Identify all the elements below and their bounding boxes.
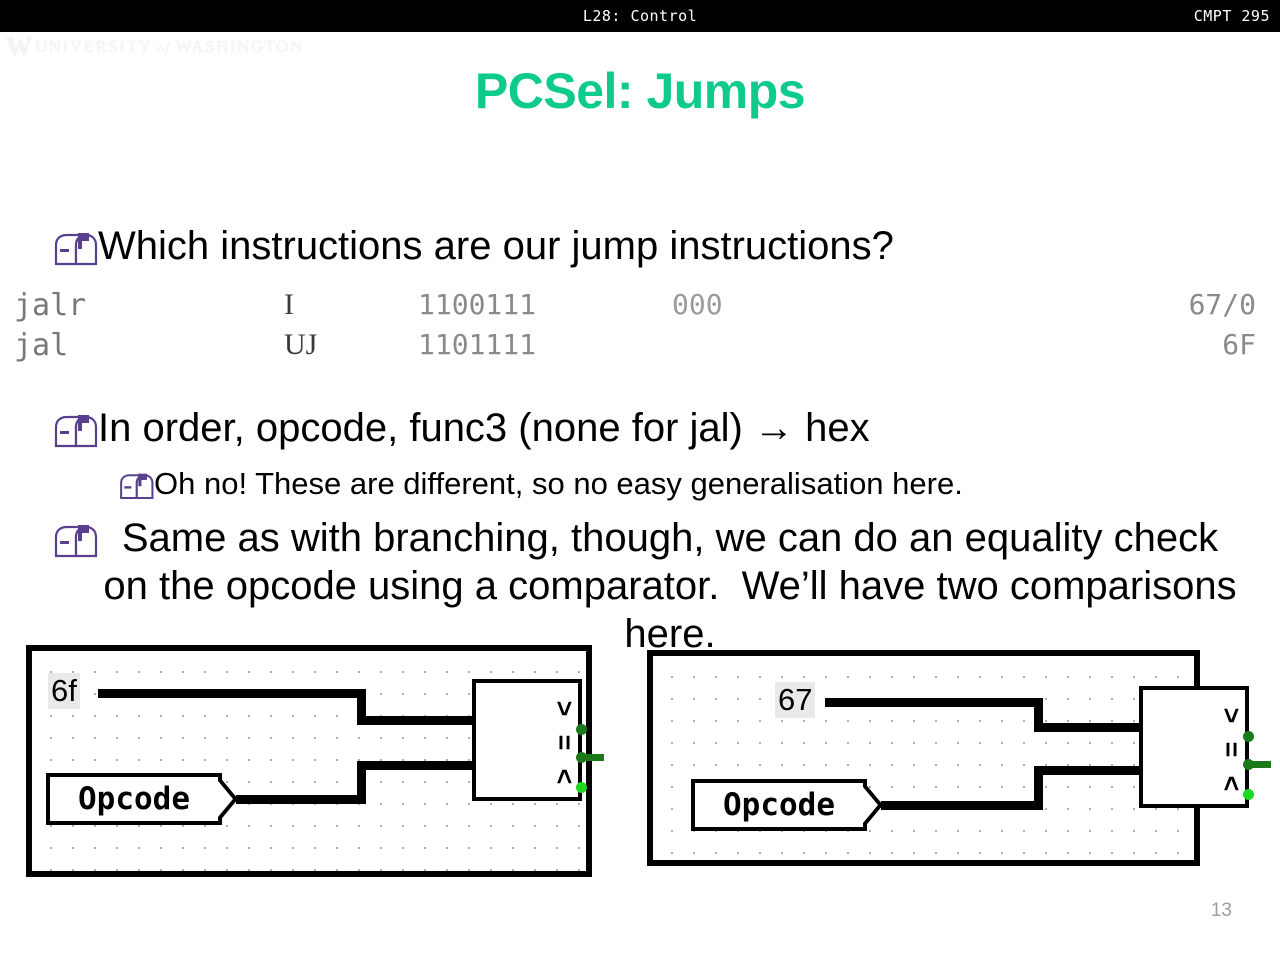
- comparator-lt-symbol: <: [1216, 775, 1247, 792]
- diagram-jal-comparator: 6f Opcode > = <: [26, 645, 604, 877]
- instruction-table: jalr I 1100111 000 67/0 jal UJ 1101111 6…: [0, 288, 1280, 368]
- cell-hex: 6F: [1222, 328, 1256, 361]
- wire-opcode-v: [357, 761, 366, 804]
- bullet-oh-no: Oh no! These are different, so no easy g…: [118, 464, 963, 504]
- uw-wordmark: UNIVERSITY of WASHINGTON: [35, 37, 304, 57]
- bullet-4-text: Same as with branching, though, we can d…: [103, 516, 1248, 656]
- comparator-eq-port[interactable]: [576, 752, 587, 763]
- constant-label-67: 67: [775, 682, 816, 718]
- mailbox-icon: [118, 472, 154, 502]
- opcode-pin-label: Opcode: [723, 787, 835, 823]
- cell-opcode: 1100111: [418, 288, 537, 321]
- uw-logo-watermark: W UNIVERSITY of WASHINGTON: [6, 32, 326, 62]
- uw-of-text: of: [157, 40, 171, 55]
- wire-const-v: [1034, 698, 1043, 732]
- comparator-lt-port[interactable]: [576, 782, 587, 793]
- comparator-gt-port[interactable]: [1243, 731, 1254, 742]
- opcode-pin-notch-inner: [863, 787, 878, 823]
- comparator-eq-symbol: =: [549, 734, 580, 751]
- wire-const-v: [357, 689, 366, 725]
- comparator-gt-symbol: >: [1216, 707, 1247, 724]
- slide-title: PCSel: Jumps: [474, 63, 806, 119]
- diagram-jalr-comparator: 67 Opcode > = <: [647, 650, 1271, 866]
- wire-const-h2: [1034, 723, 1144, 732]
- table-row: jalr I 1100111 000 67/0: [0, 288, 1280, 328]
- comparator-block[interactable]: > = <: [472, 679, 582, 801]
- bullet-1-text: Which instructions are our jump instruct…: [98, 224, 894, 268]
- wire-opcode-h2: [1034, 766, 1144, 775]
- wire-eq-output: [582, 754, 604, 761]
- slide-number: 13: [1210, 900, 1232, 921]
- opcode-input-pin[interactable]: Opcode: [691, 779, 867, 831]
- bullet-same-as-branching: Same as with branching, though, we can d…: [52, 514, 1242, 658]
- comparator-eq-port[interactable]: [1243, 759, 1254, 770]
- comparator-gt-port[interactable]: [576, 724, 587, 735]
- opcode-pin-notch-inner: [218, 781, 233, 817]
- course-code: CMPT 295: [1193, 7, 1270, 25]
- uw-washington-text: WASHINGTON: [175, 37, 304, 56]
- lecture-title: L28: Control: [582, 7, 698, 25]
- wire-opcode-h1: [881, 801, 1043, 810]
- cell-mnemonic: jal: [14, 328, 69, 363]
- comparator-eq-symbol: =: [1216, 741, 1247, 758]
- wire-opcode-v: [1034, 766, 1043, 810]
- cell-format: I: [284, 288, 294, 321]
- wire-eq-output: [1249, 761, 1271, 768]
- constant-label-6f: 6f: [48, 673, 80, 709]
- opcode-pin-label: Opcode: [78, 781, 190, 817]
- cell-func3: 000: [672, 288, 723, 321]
- mailbox-icon: [52, 413, 98, 451]
- cell-mnemonic: jalr: [14, 288, 87, 323]
- wire-opcode-h2: [357, 761, 477, 770]
- comparator-lt-symbol: <: [549, 768, 580, 785]
- mailbox-icon: [52, 523, 98, 561]
- wire-opcode-h1: [236, 795, 366, 804]
- comparator-gt-symbol: >: [549, 700, 580, 717]
- table-row: jal UJ 1101111 6F: [0, 328, 1280, 368]
- wire-const-h2: [357, 716, 477, 725]
- uw-w-mark: W: [6, 32, 32, 61]
- bullet-3-text: Oh no! These are different, so no easy g…: [154, 466, 963, 501]
- comparator-lt-port[interactable]: [1243, 789, 1254, 800]
- cell-opcode: 1101111: [418, 328, 537, 361]
- cell-hex: 67/0: [1188, 288, 1256, 321]
- wire-const-h1: [825, 698, 1043, 707]
- bullet-2-text: In order, opcode, func3 (none for jal) →…: [98, 406, 870, 450]
- wire-const-h1: [98, 689, 366, 698]
- uw-university-text: UNIVERSITY: [35, 37, 152, 56]
- bullet-in-order: In order, opcode, func3 (none for jal) →…: [52, 404, 870, 452]
- cell-format: UJ: [284, 328, 318, 361]
- comparator-block[interactable]: > = <: [1139, 686, 1249, 808]
- header-bar: [0, 0, 1280, 32]
- bullet-which-instructions: Which instructions are our jump instruct…: [52, 222, 894, 270]
- mailbox-icon: [52, 231, 98, 269]
- opcode-input-pin[interactable]: Opcode: [46, 773, 222, 825]
